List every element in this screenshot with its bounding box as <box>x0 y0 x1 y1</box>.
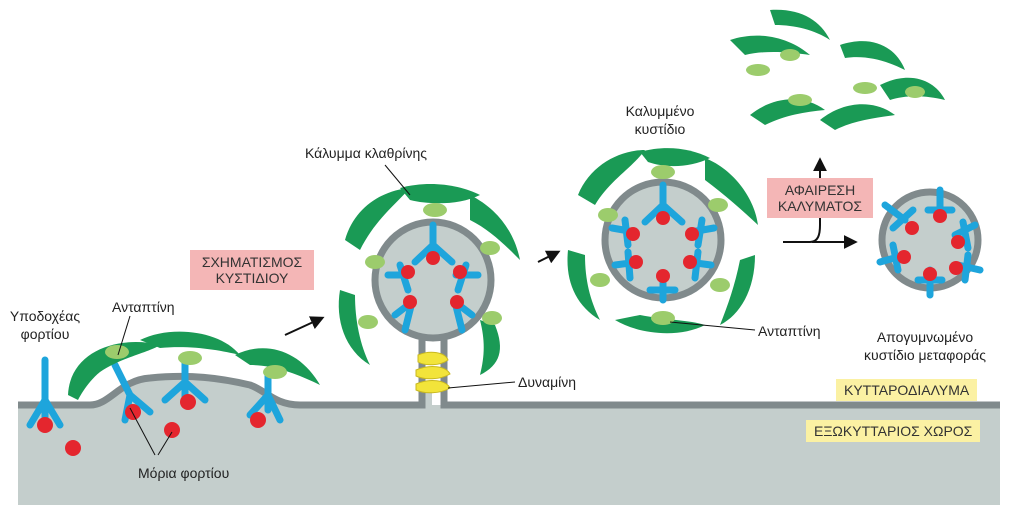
naked-vesicle <box>876 186 984 299</box>
arrow-icon <box>537 250 561 264</box>
plasma-membrane <box>18 372 426 409</box>
naked-vesicle-label: Απογυμνωμένο κυστίδιο μεταφοράς <box>864 329 986 363</box>
coated-vesicle-label: Καλυμμένο κυστίδιο <box>625 103 695 137</box>
coated-vesicle <box>567 148 758 334</box>
arrows <box>284 157 858 336</box>
adaptin-label-right: Ανταπτίνη <box>758 323 821 339</box>
clathrin-coat-label: Κάλυμμα κλαθρίνης <box>305 145 427 161</box>
cargo-molecules-label: Μόρια φορτίου <box>138 465 230 481</box>
adaptins-left <box>105 345 287 379</box>
budding-vesicle <box>338 184 520 375</box>
vesicle-formation-label: ΣΧΗΜΑΤΙΣΜΟΣ ΚΥΣΤΙΔΙΟΥ <box>190 250 314 290</box>
dynamin-ring-icon <box>415 351 451 394</box>
cargo-molecules-left <box>37 394 266 456</box>
coat-removal-label: ΑΦΑΙΡΕΣΗ ΚΑΛΥΜΑΤΟΣ <box>767 178 873 218</box>
arrow-icon <box>783 157 827 243</box>
leader-lines <box>117 164 756 456</box>
extracellular-label: ΕΞΩΚΥΤΤΑΡΙΟΣ ΧΩΡΟΣ <box>806 420 981 442</box>
cytosol-label: ΚΥΤΤΑΡΟΔΙΑΛΥΜΑ <box>836 379 978 401</box>
cargo-receptor-label: Υποδοχέας φορτίου <box>9 308 81 342</box>
adaptin-label-left: Ανταπτίνη <box>112 299 175 315</box>
released-adaptins <box>746 49 925 106</box>
arrow-icon <box>284 316 325 336</box>
dynamin-label: Δυναμίνη <box>518 374 577 390</box>
